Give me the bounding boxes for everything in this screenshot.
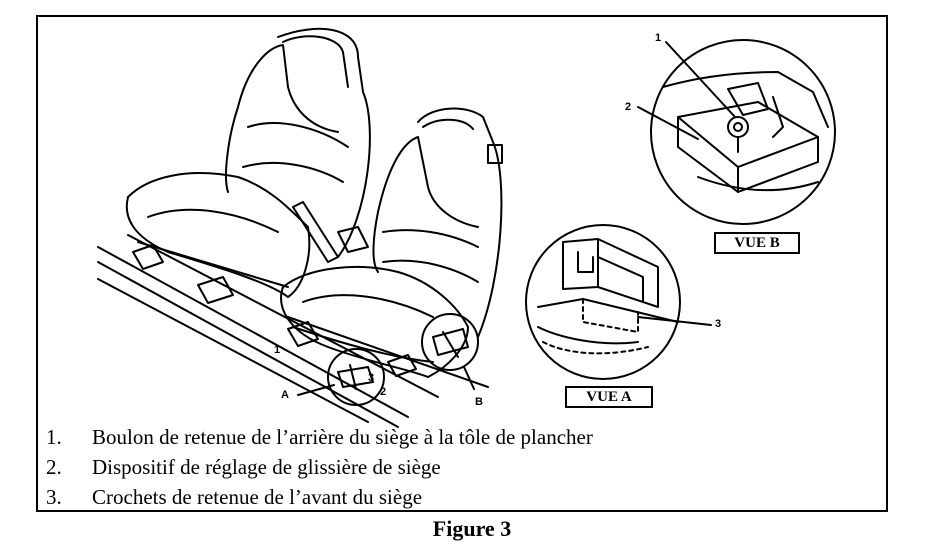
callout-seat-2: 2 (380, 386, 387, 398)
view-b-label: VUE B (714, 232, 800, 254)
legend-item-2: 2. Dispositif de réglage de glissière de … (46, 454, 441, 480)
seat-illustration (97, 27, 836, 428)
callout-seat-1: 1 (274, 344, 281, 356)
view-b-detail (637, 39, 836, 225)
callout-seat-3: 3 (368, 372, 375, 384)
right-seat (280, 107, 503, 378)
legend-number: 1. (46, 425, 62, 449)
legend-text: Crochets de retenue de l’avant du siège (92, 485, 423, 509)
legend-text: Dispositif de réglage de glissière de si… (92, 455, 441, 479)
figure-caption: Figure 3 (432, 516, 512, 541)
legend-text: Boulon de retenue de l’arrière du siège … (92, 425, 593, 449)
detail-a-marker-circle (327, 348, 385, 406)
figure-frame: A B 1 2 3 1 2 3 VUE B VUE A 1. Boulon de … (36, 15, 888, 512)
callout-detail-b-1: 1 (655, 32, 662, 44)
seat-brackets (132, 244, 417, 377)
callout-detail-a-3: 3 (715, 318, 722, 330)
legend-item-3: 3. Crochets de retenue de l’avant du sièg… (46, 484, 422, 510)
seatbelt-buckle (292, 201, 369, 263)
view-a-detail (525, 224, 712, 380)
legend-number: 2. (46, 455, 62, 479)
view-a-label: VUE A (565, 386, 653, 408)
legend-number: 3. (46, 485, 62, 509)
left-seat (125, 27, 371, 298)
detail-b-marker-circle (421, 313, 479, 371)
callout-view-b: B (475, 396, 483, 408)
callout-view-a: A (281, 389, 289, 401)
legend-item-1: 1. Boulon de retenue de l’arrière du sièg… (46, 424, 593, 450)
callout-detail-b-2: 2 (625, 101, 632, 113)
